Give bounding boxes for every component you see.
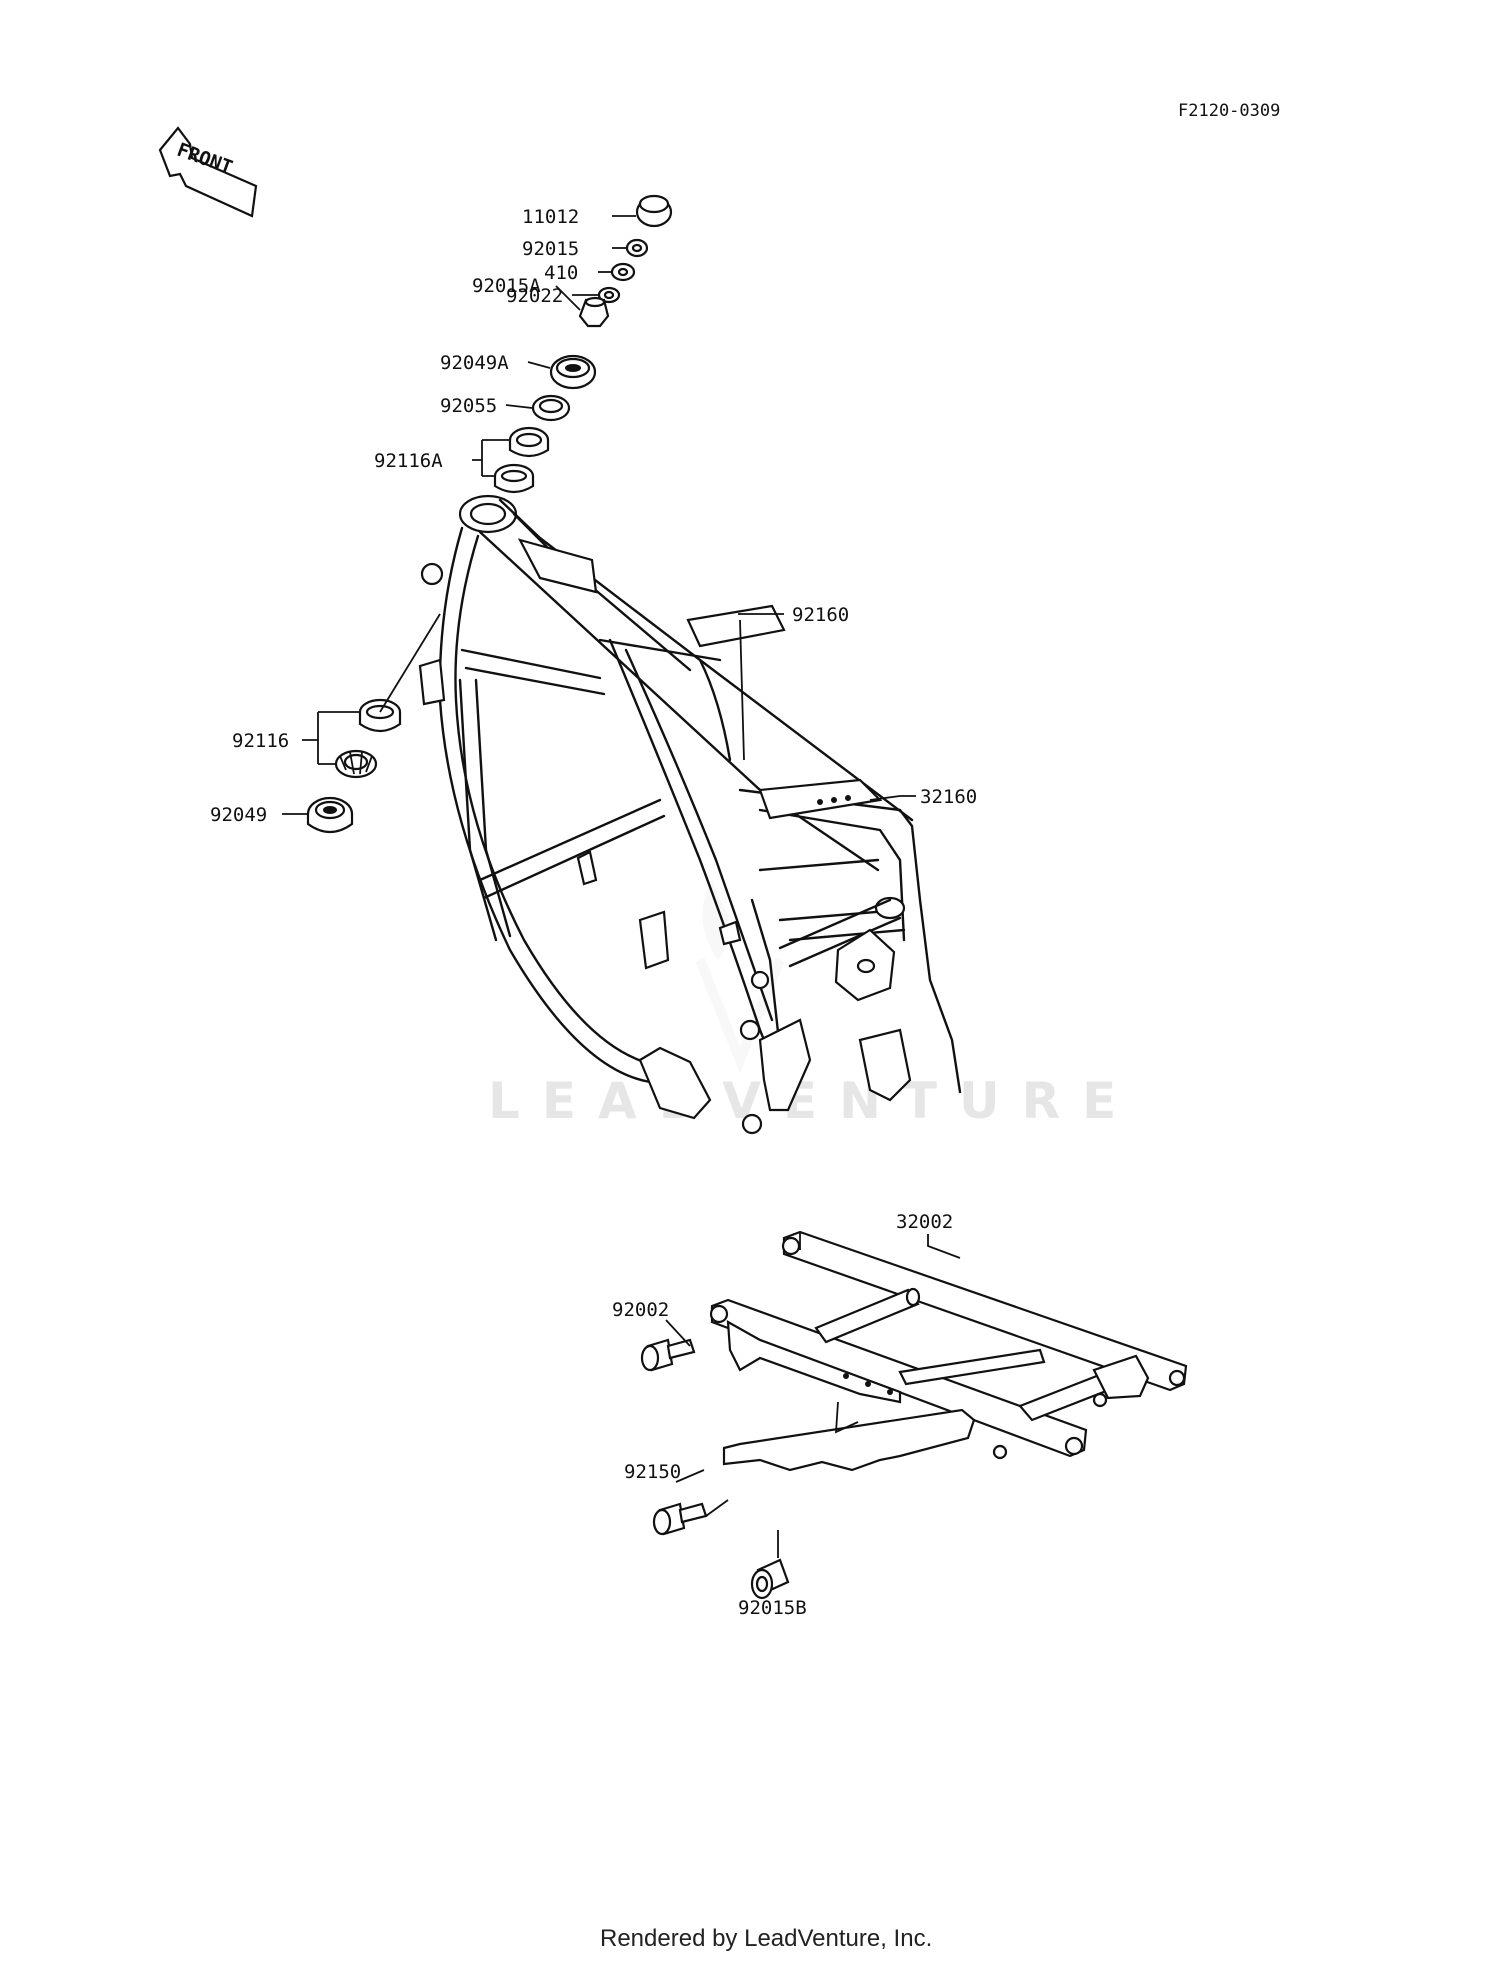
- leader-lines: [282, 215, 961, 1558]
- main-frame: [418, 494, 962, 1135]
- nut-92015: [625, 238, 649, 258]
- callout-410: 410: [544, 262, 578, 284]
- lower-bearings: [306, 698, 402, 834]
- sub-frame-32002: [709, 1230, 1188, 1472]
- nut-92015B: [750, 1558, 790, 1600]
- seal-92049: [306, 796, 354, 834]
- callout-92116: 92116: [232, 730, 289, 752]
- diagram-code: F2120-0309: [1178, 101, 1280, 121]
- washer-92022: [597, 286, 621, 304]
- front-arrow-icon: FRONT: [158, 126, 258, 218]
- callout-92002: 92002: [612, 1299, 669, 1321]
- pad-92160: [686, 604, 786, 648]
- callout-92049A: 92049A: [440, 352, 509, 374]
- callout-32002: 32002: [896, 1211, 953, 1233]
- callout-11012: 11012: [522, 206, 579, 228]
- callout-92022: 92022: [506, 285, 563, 307]
- watermark: LEADVENTURE: [488, 1072, 1138, 1130]
- bolt-92150: [652, 1502, 708, 1536]
- bearing-92116A: [493, 426, 550, 494]
- nut-92015A: [578, 296, 610, 328]
- callout-92160: 92160: [792, 604, 849, 626]
- callout-92015: 92015: [522, 238, 579, 260]
- ring-92055: [531, 394, 571, 422]
- callout-92015B: 92015B: [738, 1597, 807, 1619]
- seal-92049A: [549, 354, 597, 390]
- callout-92116A: 92116A: [374, 450, 443, 472]
- callout-92015A: 92015A: [472, 275, 541, 297]
- callout-32160: 32160: [920, 786, 977, 808]
- washer-410: [610, 262, 636, 282]
- footer-credit: Rendered by LeadVenture, Inc.: [600, 1925, 932, 1952]
- callout-92055: 92055: [440, 395, 497, 417]
- head-stack-parts: [493, 194, 673, 494]
- callout-92049: 92049: [210, 804, 267, 826]
- cap-11012: [635, 194, 673, 228]
- bolt-92002: [640, 1338, 696, 1372]
- callout-92150: 92150: [624, 1461, 681, 1483]
